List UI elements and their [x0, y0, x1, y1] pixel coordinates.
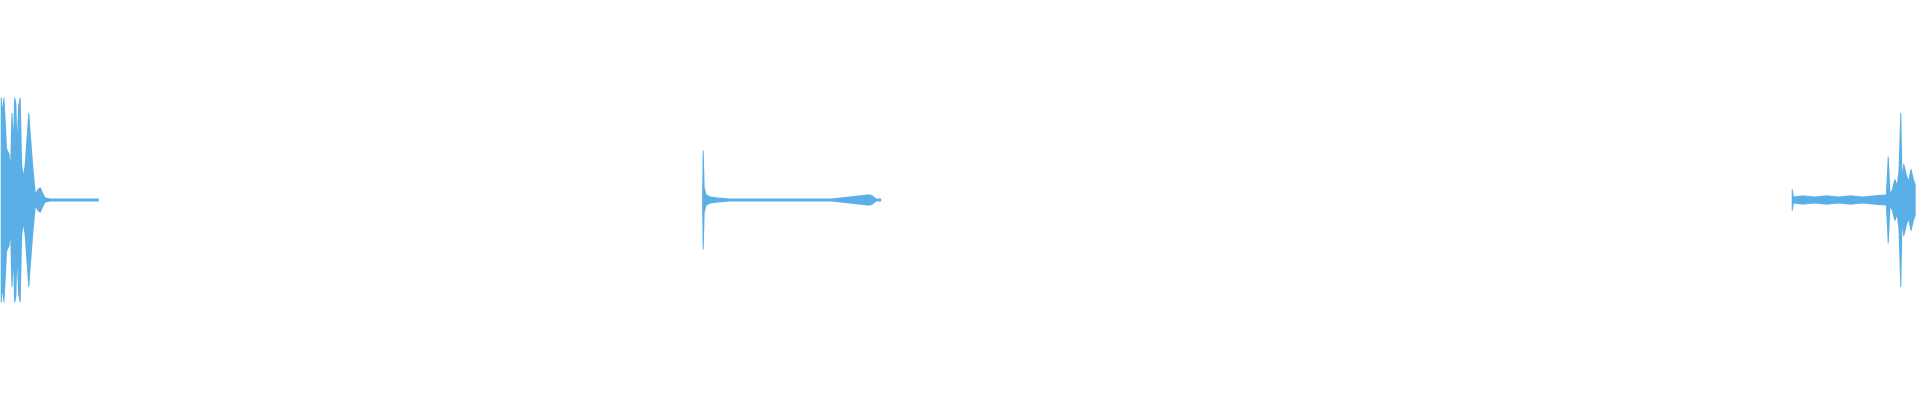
waveform-segments [0, 97, 1916, 303]
